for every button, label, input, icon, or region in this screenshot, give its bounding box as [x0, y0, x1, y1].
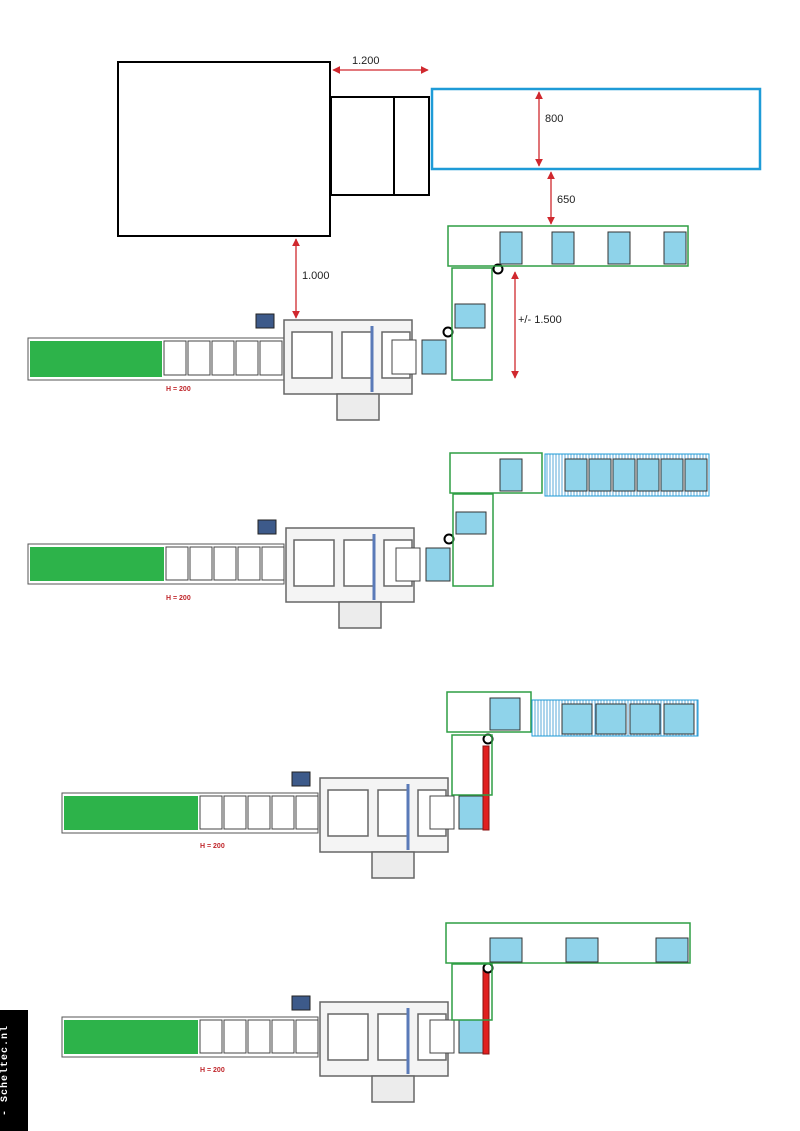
vertical-pusher — [482, 745, 490, 831]
outfeed-box — [391, 339, 417, 375]
outfeed-box-blue — [458, 1019, 484, 1054]
elevator-frame — [451, 267, 493, 381]
accumulation-box-blue — [499, 458, 523, 492]
elevator-frame — [451, 963, 493, 1021]
elevator-box-blue — [454, 303, 486, 329]
dim-label-left-gap: 1.000 — [302, 270, 330, 282]
top-roller — [482, 962, 494, 974]
height-label: H = 200 — [200, 1067, 225, 1074]
accumulation-conveyor — [447, 225, 689, 267]
line-variant-2: H = 200 — [27, 452, 710, 629]
transfer-roller — [442, 326, 454, 338]
machine-body — [319, 777, 449, 879]
conveyor-boxes — [165, 546, 285, 581]
motor-unit — [255, 313, 275, 329]
motor-unit — [291, 995, 311, 1011]
accumulation-conveyor — [446, 691, 532, 733]
dim-label-blue-height: 800 — [545, 113, 563, 125]
elevator-box-blue — [455, 511, 487, 535]
accumulation-conveyor — [449, 452, 543, 494]
outfeed-box-blue — [458, 795, 484, 830]
brand-sidebar-text: - Scheltec.nl — [0, 1025, 11, 1117]
height-label: H = 200 — [200, 843, 225, 850]
motor-unit — [257, 519, 277, 535]
transfer-roller — [443, 533, 455, 545]
accumulation-boxes — [499, 231, 687, 265]
brand-sidebar — [0, 1010, 28, 1131]
top-layout: 1.200 800 650 1.000 +/- 1.500 — [117, 55, 762, 379]
outfeed-box — [429, 795, 455, 830]
line-variant-4: H = 200 — [61, 922, 691, 1103]
roller-conveyor-boxes — [561, 703, 695, 735]
blue-zone — [430, 87, 762, 171]
conveyor-boxes — [163, 340, 283, 376]
outfeed-box-blue — [421, 339, 447, 375]
roller-conveyor-boxes — [564, 458, 708, 492]
motor-unit — [291, 771, 311, 787]
outfeed-box-blue — [425, 547, 451, 582]
line-variant-3: H = 200 — [61, 691, 699, 879]
accumulation-boxes — [489, 937, 689, 963]
height-label: H = 200 — [166, 386, 191, 393]
infeed-conveyor-green — [64, 1020, 198, 1054]
vertical-pusher — [482, 969, 490, 1055]
conveyor-boxes — [199, 1019, 319, 1054]
dim-label-top-gap: 1.200 — [352, 55, 380, 67]
dim-label-vertical-gap: 650 — [557, 194, 575, 206]
height-label: H = 200 — [166, 595, 191, 602]
infeed-conveyor-green — [64, 796, 198, 830]
accumulation-conveyor — [445, 922, 691, 964]
machine-body — [285, 527, 415, 629]
conveyor-boxes — [199, 795, 319, 830]
accumulation-box-blue — [489, 697, 521, 731]
line-variant-1: H = 200 — [27, 225, 689, 421]
outfeed-box — [395, 547, 421, 582]
middle-block — [330, 96, 430, 196]
elevator-frame — [452, 493, 494, 587]
outfeed-box — [429, 1019, 455, 1054]
infeed-conveyor-green — [30, 341, 162, 377]
top-roller — [482, 733, 494, 745]
dim-label-stack-height: +/- 1.500 — [518, 314, 562, 326]
infeed-conveyor-green — [30, 547, 164, 581]
large-machine-block — [117, 61, 331, 237]
machine-body — [319, 1001, 449, 1103]
elevator-frame — [451, 734, 493, 796]
